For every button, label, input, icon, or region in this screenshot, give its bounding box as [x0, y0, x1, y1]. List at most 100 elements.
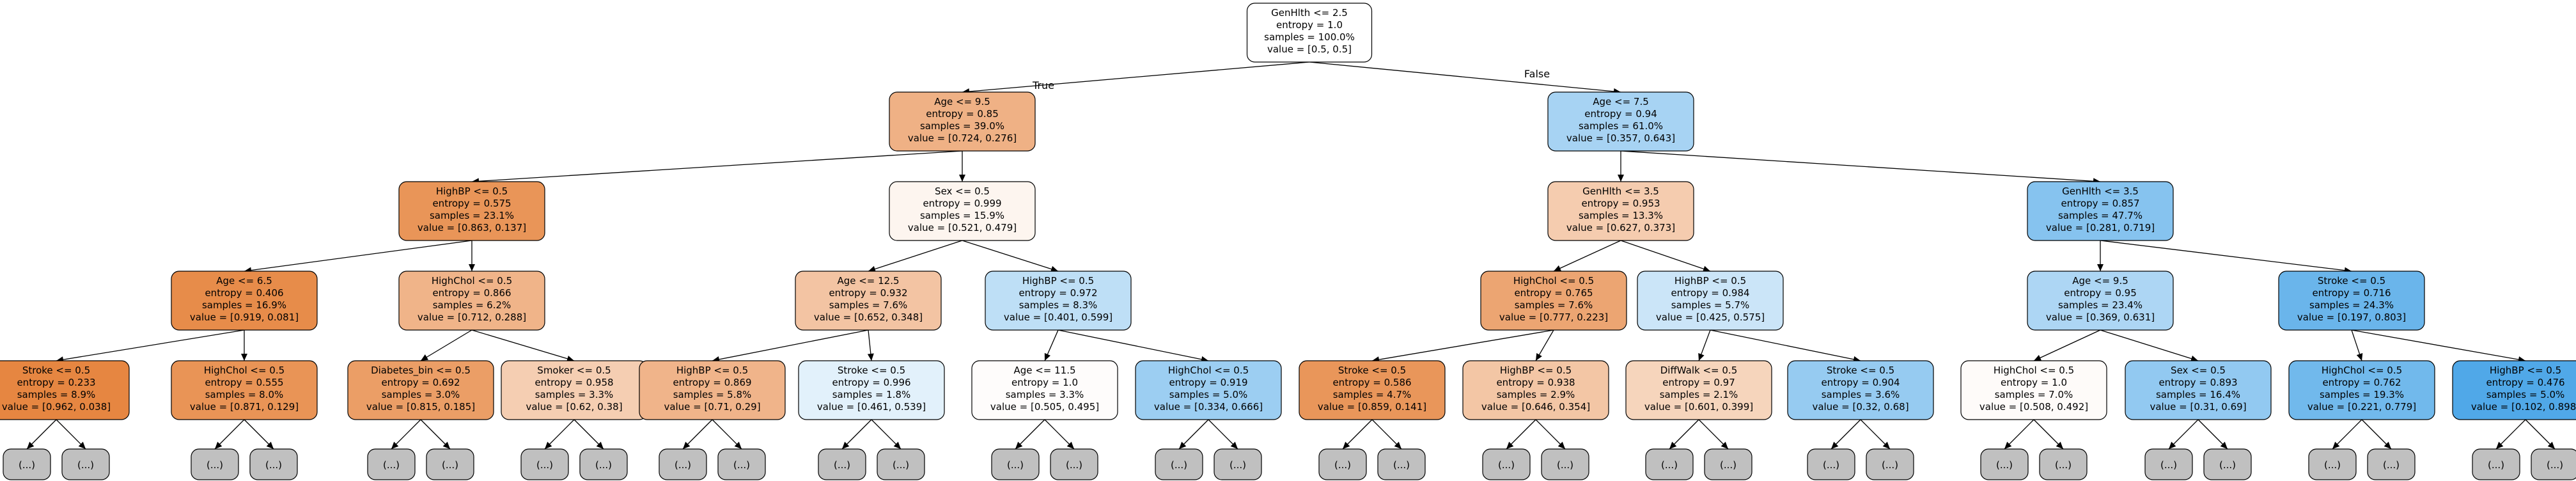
truncated-leaf-label: (...): [536, 459, 553, 471]
tree-node-line: value = [0.871, 0.129]: [190, 401, 299, 413]
truncated-leaf: (...): [1050, 448, 1098, 480]
tree-node-line: samples = 3.6%: [1822, 389, 1900, 400]
tree-node-line: entropy = 1.0: [1276, 19, 1343, 31]
tree-edge-to-leaf: [871, 419, 902, 450]
tree-node-line: samples = 7.6%: [1515, 299, 1593, 311]
tree-edge: [241, 330, 247, 361]
tree-node-line: samples = 19.3%: [2320, 389, 2404, 400]
tree-edge: [2351, 329, 2363, 361]
tree-node-line: value = [0.221, 0.779]: [2307, 401, 2416, 413]
tree-node-line: entropy = 0.857: [2061, 198, 2139, 209]
truncated-leaf: (...): [717, 448, 766, 480]
tree-node-line: HighChol <= 0.5: [204, 365, 285, 376]
tree-edge-to-leaf: [1535, 419, 1566, 450]
truncated-leaf-label: (...): [1007, 459, 1024, 471]
tree-node-line: entropy = 0.555: [205, 377, 283, 388]
truncated-leaf: (...): [1980, 448, 2029, 480]
tree-node-box: [889, 91, 1036, 152]
tree-node-line: HighChol <= 0.5: [1513, 275, 1594, 287]
tree-node-line: entropy = 0.575: [432, 198, 511, 209]
truncated-leaf: (...): [1482, 448, 1531, 480]
tree-node-line: value = [0.32, 0.68]: [1812, 401, 1909, 413]
tree-node-line: Stroke <= 0.5: [1827, 365, 1894, 376]
tree-edge: [2100, 240, 2352, 274]
tree-node-line: value = [0.777, 0.223]: [1499, 311, 1608, 323]
truncated-leaf-label: (...): [1171, 459, 1187, 471]
tree-node-line: Age <= 7.5: [1593, 96, 1649, 107]
tree-node-line: DiffWalk <= 0.5: [1660, 365, 1738, 376]
tree-node-line: value = [0.962, 0.038]: [2, 401, 111, 413]
tree-node-line: Stroke <= 0.5: [1338, 365, 1406, 376]
tree-edge-to-leaf: [1015, 419, 1045, 450]
tree-edge: [420, 329, 472, 361]
truncated-leaf-label: (...): [1229, 459, 1246, 471]
tree-node-line: HighChol <= 0.5: [432, 275, 512, 287]
tree-node-line: entropy = 0.866: [432, 287, 511, 299]
tree-edge: [962, 61, 1310, 95]
tree-node-line: samples = 7.0%: [1995, 389, 2073, 400]
tree-node-line: HighChol <= 0.5: [1168, 365, 1249, 376]
tree-node-box: [1960, 360, 2107, 420]
tree-edge-to-leaf: [574, 419, 604, 450]
truncated-leaf: (...): [426, 448, 474, 480]
tree-node-line: HighBP <= 0.5: [676, 365, 748, 376]
tree-node-line: samples = 1.8%: [832, 389, 911, 400]
tree-node-line: entropy = 0.586: [1332, 377, 1411, 388]
tree-node-line: entropy = 0.85: [926, 108, 999, 120]
tree-node-line: entropy = 0.893: [2158, 377, 2237, 388]
tree-node-line: entropy = 0.904: [1821, 377, 1900, 388]
tree-node-line: entropy = 0.94: [1584, 108, 1657, 120]
truncated-leaf-label: (...): [383, 459, 400, 471]
tree-node-line: entropy = 0.953: [1581, 198, 1660, 209]
tree-edge: [469, 240, 475, 271]
tree-node-line: value = [0.627, 0.373]: [1566, 222, 1675, 233]
tree-node-box: [171, 271, 318, 331]
tree-node-line: HighBP <= 0.5: [1022, 275, 1094, 287]
truncated-leaf-label: (...): [1996, 459, 2013, 471]
tree-edge-to-leaf: [841, 419, 872, 450]
tree-edge-to-leaf: [1506, 419, 1536, 450]
tree-edges: [26, 61, 2556, 450]
truncated-leaf-label: (...): [595, 459, 612, 471]
tree-edge-to-leaf: [26, 419, 57, 450]
tree-edge: [962, 240, 1059, 272]
tree-node-line: GenHlth <= 3.5: [2062, 185, 2139, 197]
tree-node-line: Age <= 12.5: [837, 275, 899, 287]
tree-edge-to-leaf: [1669, 419, 1699, 450]
truncated-leaf-label: (...): [442, 459, 458, 471]
tree-edge: [867, 329, 874, 361]
tree-node-line: value = [0.919, 0.081]: [190, 311, 299, 323]
tree-node-line: entropy = 0.999: [923, 198, 1001, 209]
tree-node-line: value = [0.357, 0.643]: [1566, 132, 1675, 144]
tree-node-box: [2452, 360, 2576, 420]
truncated-leaf: (...): [1704, 448, 1752, 480]
tree-node-line: value = [0.521, 0.479]: [908, 222, 1017, 233]
tree-node-box: [1480, 271, 1627, 331]
tree-node-box: [985, 271, 1132, 331]
tree-node-line: GenHlth <= 3.5: [1582, 185, 1659, 197]
tree-node-box: [171, 360, 318, 420]
truncated-leaf-label: (...): [19, 459, 35, 471]
truncated-leaf-label: (...): [2547, 459, 2563, 471]
truncated-leaf: (...): [2531, 448, 2576, 480]
tree-edge: [244, 240, 472, 274]
tree-node-box: [2027, 181, 2174, 241]
truncated-leaf-label: (...): [1882, 459, 1898, 471]
tree-node-box: [1625, 360, 1772, 420]
tree-node-line: entropy = 0.476: [2486, 377, 2564, 388]
tree-node-line: entropy = 0.972: [1019, 287, 1097, 299]
tree-node-line: entropy = 1.0: [1011, 377, 1078, 388]
tree-node-line: GenHlth <= 2.5: [1271, 7, 1348, 19]
tree-node-line: value = [0.815, 0.185]: [366, 401, 475, 413]
